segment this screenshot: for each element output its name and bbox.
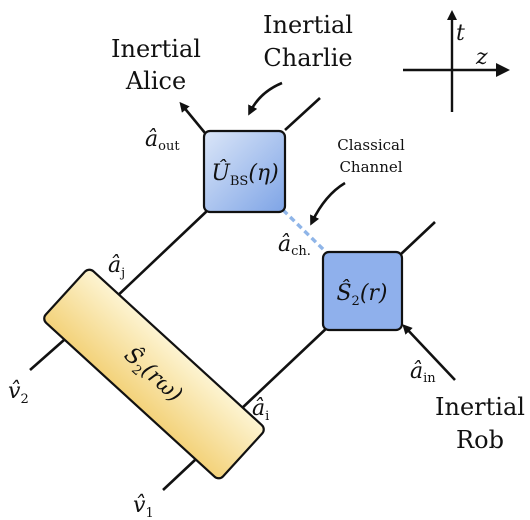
alice-label-line2: Alice <box>125 67 186 95</box>
source-squeezer-box <box>43 268 265 480</box>
mode-a-in-label: âin <box>410 359 436 386</box>
z-axis-arrowhead <box>496 63 510 77</box>
charlie-pointer-arrow <box>248 81 283 116</box>
t-axis-label: t <box>456 21 465 46</box>
charlie-label-line2: Charlie <box>263 44 352 72</box>
rob-squeezer-gate: Ŝ2(r) <box>321 250 404 332</box>
wire-charlie-out <box>284 97 321 131</box>
wire-a-in <box>402 324 456 381</box>
wire-rob-out <box>399 221 436 256</box>
charlie-label-line1: Inertial <box>263 11 353 39</box>
mode-a-i-label: âi <box>252 396 269 424</box>
mode-a-ch-label: âch. <box>278 232 311 259</box>
beam-splitter-label: ÛBS(η) <box>211 159 278 189</box>
classical-pointer-arrow <box>310 181 346 226</box>
beam-splitter-gate: ÛBS(η) <box>202 129 287 214</box>
mode-a-out-label: âout <box>145 127 180 154</box>
rob-squeezer-label: Ŝ2(r) <box>336 279 387 309</box>
mode-v2-label: v̂2 <box>8 379 29 407</box>
source-squeezer-gate: Ŝ2(rω) <box>43 268 265 480</box>
alice-label-line1: Inertial <box>111 35 201 63</box>
classical-channel-link <box>281 208 330 256</box>
rob-label-line2: Rob <box>456 426 504 454</box>
wire-v1 <box>162 459 196 491</box>
mode-a-j-label: âj <box>108 253 125 281</box>
spacetime-axes: t z <box>403 10 510 112</box>
wire-aj <box>112 209 209 301</box>
wire-v2 <box>29 339 65 371</box>
mode-v1-label: v̂1 <box>133 493 154 520</box>
wire-ai <box>239 324 331 411</box>
classical-label-line2: Channel <box>339 158 402 176</box>
rob-label-line1: Inertial <box>435 393 525 421</box>
wires <box>29 97 456 491</box>
pointer-arrows <box>248 81 346 226</box>
classical-label-line1: Classical <box>337 136 405 154</box>
z-axis-label: z <box>475 45 488 70</box>
wire-a-out <box>179 101 207 134</box>
rob-squeezer-box <box>321 250 404 332</box>
beam-splitter-box <box>202 129 287 214</box>
